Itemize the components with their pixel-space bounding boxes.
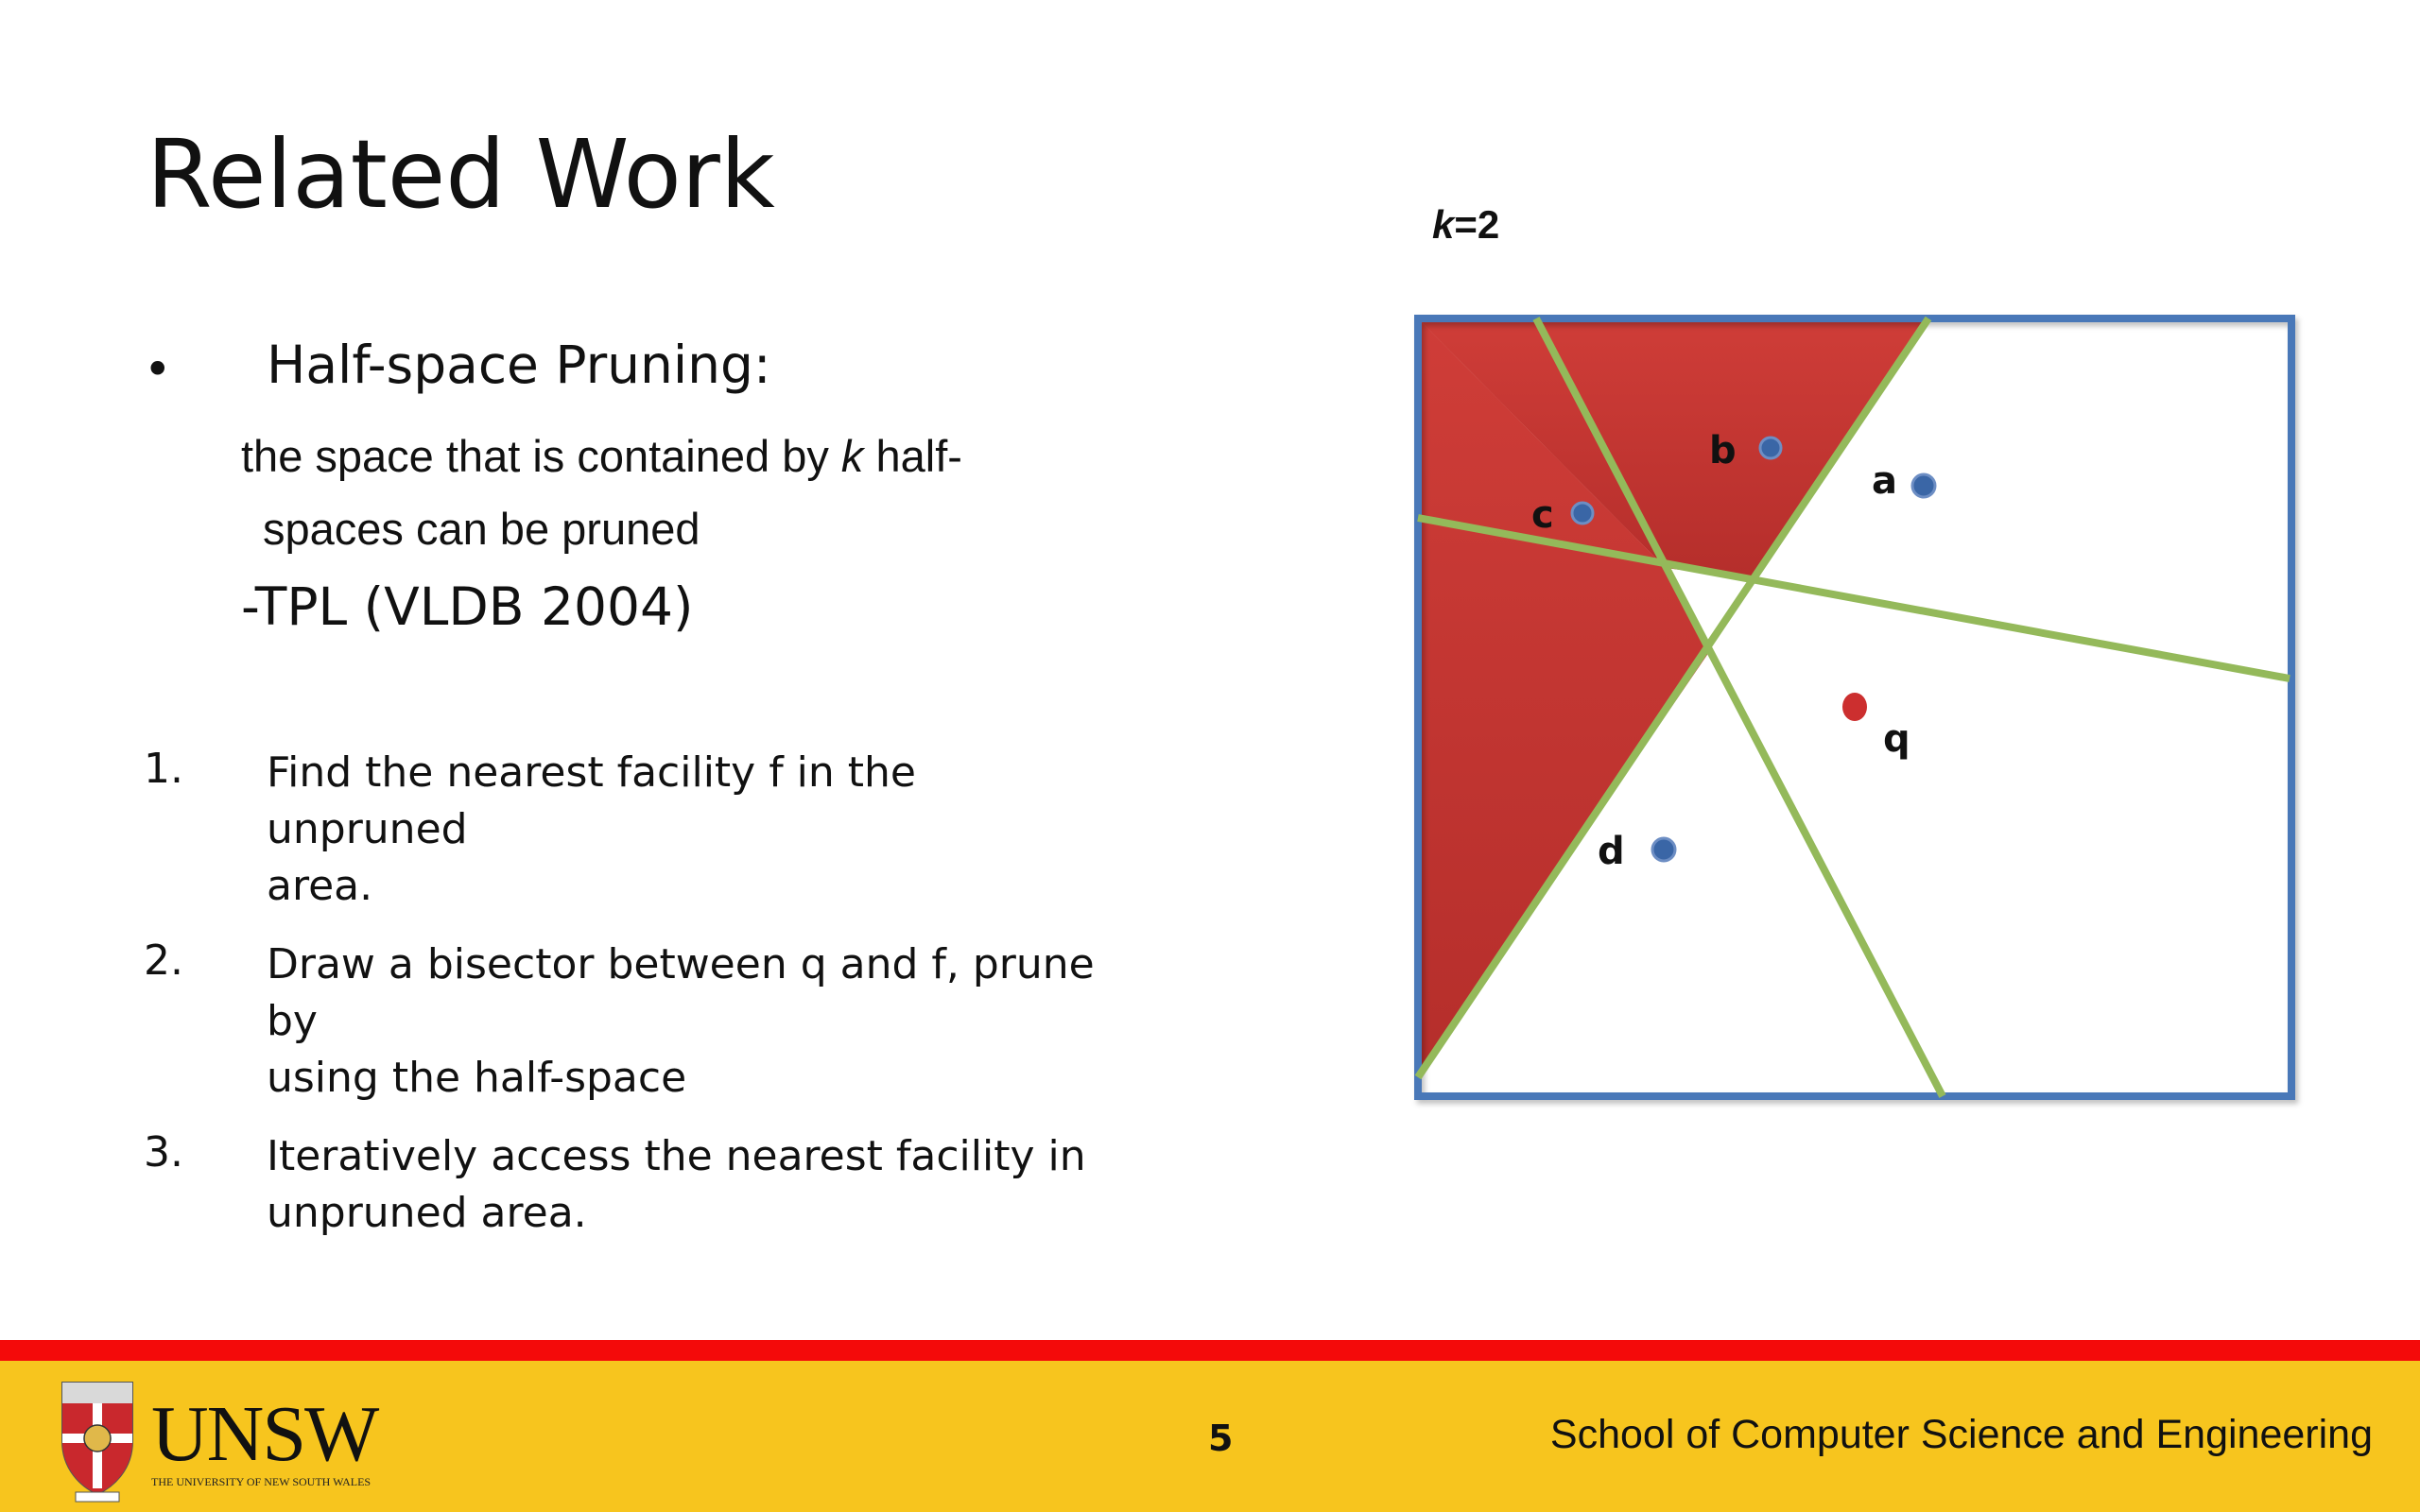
k-label: k=2 (1432, 202, 1499, 247)
step-1-line-2: area. (267, 862, 373, 910)
logo-subtext: THE UNIVERSITY OF NEW SOUTH WALES (151, 1475, 371, 1488)
point-d-label: d (1598, 830, 1625, 873)
point-b (1758, 436, 1783, 460)
point-a-label: a (1872, 459, 1897, 503)
unsw-logo: UNSW THE UNIVERSITY OF NEW SOUTH WALES (61, 1382, 382, 1503)
k-label-value: =2 (1454, 202, 1499, 247)
step-2-text: Draw a bisector between q and f, prune b… (267, 936, 1117, 1107)
step-1-line-1: Find the nearest facility f in the unpru… (267, 748, 916, 853)
pruned-region-top (1418, 318, 1928, 579)
step-1-number: 1. (144, 745, 183, 793)
description-text-a: the space that is contained by (241, 431, 841, 481)
logo-wordmark: UNSW (151, 1390, 380, 1478)
half-space-pruning-diagram: k=2 b a c q d (1414, 202, 2295, 1100)
reference-text: -TPL (VLDB 2004) (241, 576, 694, 637)
bullet-marker: • (144, 342, 172, 397)
step-1-text: Find the nearest facility f in the unpru… (267, 745, 1117, 915)
step-2-line-2: using the half-space (267, 1054, 687, 1102)
bisector-line-1 (1532, 317, 1946, 1098)
k-label-var: k (1432, 202, 1457, 247)
description-text-b: half- (863, 431, 962, 481)
slide-title: Related Work (147, 119, 775, 230)
point-a (1910, 472, 1937, 499)
bisector-line-3 (1417, 514, 2290, 682)
description-line-1: the space that is contained by k half- (241, 430, 962, 482)
footer-stripe (0, 1340, 2420, 1361)
description-k: k (840, 431, 864, 481)
step-3-line-2: unpruned area. (267, 1189, 587, 1237)
point-c (1570, 501, 1595, 525)
point-c-label: c (1531, 493, 1554, 537)
space-boundary (1414, 315, 2295, 1100)
point-b-label: b (1709, 429, 1737, 472)
pruned-region-lower (1418, 318, 1709, 1077)
query-point-q (1842, 693, 1867, 721)
bullet-heading: Half-space Pruning: (267, 335, 771, 395)
step-3-number: 3. (144, 1128, 183, 1177)
page-number: 5 (1208, 1418, 1234, 1459)
description-line-2: spaces can be pruned (263, 504, 700, 554)
unsw-crest-icon (61, 1382, 133, 1503)
step-3-line-1: Iteratively access the nearest facility … (267, 1132, 1086, 1180)
step-2-line-1: Draw a bisector between q and f, prune b… (267, 940, 1095, 1045)
school-name: School of Computer Science and Engineeri… (1549, 1412, 2373, 1457)
bisector-line-2 (1414, 316, 1932, 1080)
query-point-label: q (1883, 717, 1910, 761)
point-d (1651, 836, 1677, 863)
footer-band (0, 1361, 2420, 1512)
step-3-text: Iteratively access the nearest facility … (267, 1128, 1117, 1242)
step-2-number: 2. (144, 936, 183, 985)
